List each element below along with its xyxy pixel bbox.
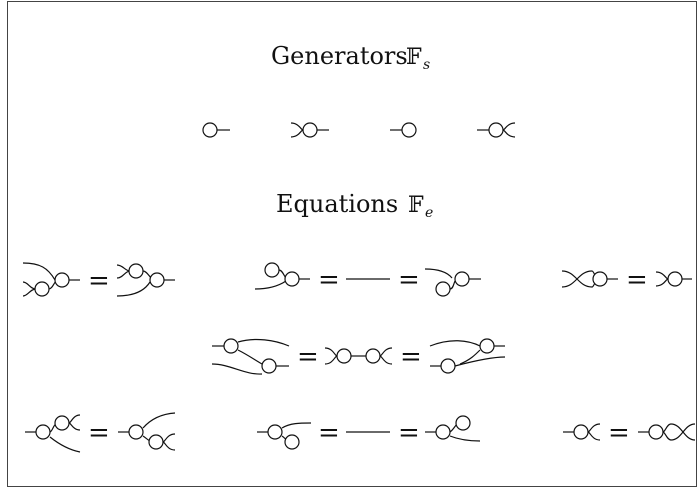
equation-unitality: = = <box>254 262 481 297</box>
figure-frame <box>7 1 697 487</box>
generator-unit <box>202 122 230 138</box>
equals-sign: = <box>608 418 630 448</box>
equation-counitality: = = <box>257 415 481 450</box>
generator-comultiplication <box>477 122 516 138</box>
generator-multiplication <box>290 122 329 138</box>
equation-commutativity: = <box>561 265 692 295</box>
equals-sign: = <box>398 265 420 295</box>
equals-sign: = <box>626 265 648 295</box>
equations-heading: Equations 𝔽 e <box>276 190 433 221</box>
equation-cocommutativity: = <box>563 418 696 448</box>
equals-sign: = <box>88 266 110 296</box>
equals-sign: = <box>400 342 422 372</box>
generators-symbol: 𝔽 <box>406 45 422 70</box>
equation-frobenius: = = <box>211 338 506 375</box>
equals-sign: = <box>398 418 420 448</box>
equals-sign: = <box>318 418 340 448</box>
generators-subscript: s <box>423 57 430 73</box>
equations-symbol: 𝔽 <box>408 193 424 218</box>
equations-title: Equations <box>276 190 398 218</box>
equals-sign: = <box>318 265 340 295</box>
generator-counit <box>390 122 417 138</box>
equation-coassociativity: = <box>25 412 176 453</box>
equation-associativity: = <box>22 262 175 297</box>
generators-heading: Generators 𝔽 s <box>271 42 430 73</box>
generators-title: Generators <box>271 42 408 70</box>
equals-sign: = <box>297 342 319 372</box>
equations-subscript: e <box>425 205 433 221</box>
equals-sign: = <box>88 418 110 448</box>
